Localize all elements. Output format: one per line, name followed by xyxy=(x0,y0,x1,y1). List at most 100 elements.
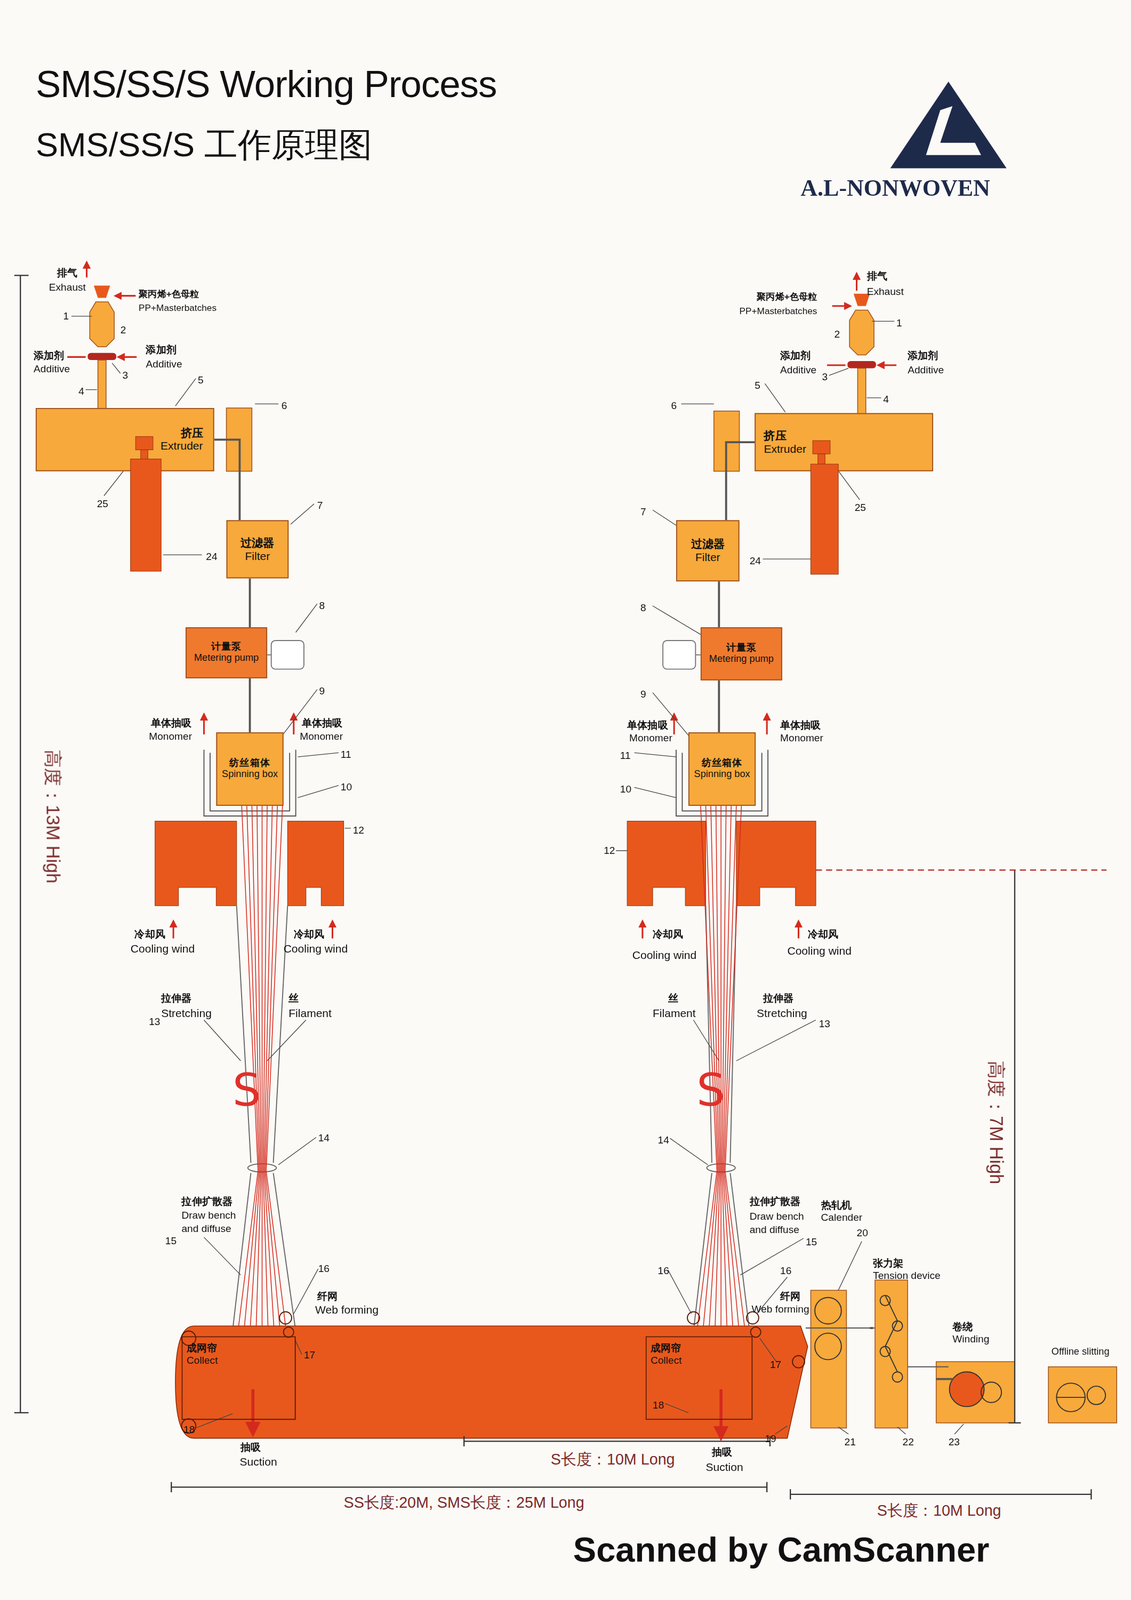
quench-box xyxy=(627,821,706,906)
node-text: Extruder xyxy=(160,439,204,453)
callout-number: 4 xyxy=(78,385,85,398)
part-label: Cooling wind xyxy=(787,944,852,958)
callout-number: 10 xyxy=(620,783,632,796)
dimension-line xyxy=(14,275,29,1413)
node-text: Winding xyxy=(952,1332,990,1345)
callout-number: 20 xyxy=(856,1226,869,1239)
dimension-line xyxy=(14,275,1107,1499)
up-arrows xyxy=(172,920,175,939)
part-label: 聚丙烯+色母粒 xyxy=(138,288,199,300)
part-label: 添加剂 xyxy=(780,349,811,362)
callout-number: 23 xyxy=(948,1436,960,1448)
callout-number: 19 xyxy=(764,1432,776,1445)
callout-number: 6 xyxy=(670,399,677,412)
pipe-connector xyxy=(214,439,240,520)
cylinder-24 xyxy=(810,463,839,575)
up-arrows xyxy=(331,920,334,939)
callout-number: 22 xyxy=(902,1436,914,1448)
calender-unit xyxy=(810,1289,847,1428)
part-label: Scanned by CamScanner xyxy=(573,1529,990,1570)
item-6-box xyxy=(226,407,740,472)
suction-arrow xyxy=(252,1389,721,1439)
part-label: Filament xyxy=(652,1006,696,1020)
calender-unit xyxy=(879,1295,890,1306)
node-text: 过滤器 xyxy=(691,538,725,551)
part-label: Cooling wind xyxy=(283,942,348,956)
process-box: 成网帘Collect xyxy=(181,1335,296,1420)
dimension-label: 高度：13M High xyxy=(42,749,64,884)
callout-number: 18 xyxy=(183,1423,195,1436)
conveyor-belt xyxy=(175,1325,808,1438)
part-label: Stretching xyxy=(161,1006,212,1020)
callout-number: 3 xyxy=(821,371,828,383)
part-label: and diffuse xyxy=(181,1222,231,1235)
filament xyxy=(266,805,287,1335)
quench-box xyxy=(155,821,237,906)
process-box: 计量泵Metering pump xyxy=(700,627,783,680)
process-box: 过滤器Filter xyxy=(226,519,290,579)
filament xyxy=(724,805,740,1335)
callout-number: 3 xyxy=(122,369,129,381)
node-text: Calender xyxy=(821,1210,863,1223)
callout-number: 12 xyxy=(603,844,615,857)
callout-number: 21 xyxy=(844,1436,856,1448)
part-label: 拉伸扩散器 xyxy=(181,1194,233,1207)
node-text: Spinning box xyxy=(221,768,278,781)
part-label: 单体抽吸 xyxy=(627,718,669,731)
process-box: 计量泵Metering pump xyxy=(185,627,268,679)
part-label: 添加剂 xyxy=(33,349,64,362)
leader-line xyxy=(71,316,964,1434)
suction-arrow xyxy=(251,1389,255,1434)
feed-arrows xyxy=(832,305,851,307)
up-arrows xyxy=(797,920,800,939)
callout-number: 2 xyxy=(120,324,127,336)
callout-number: 18 xyxy=(652,1399,664,1411)
node-text: Tension device xyxy=(872,1269,941,1281)
monomer-hood xyxy=(204,749,769,816)
callout-number: 15 xyxy=(805,1236,817,1248)
leader-line xyxy=(615,321,895,851)
feeder xyxy=(827,293,897,419)
node-text: 计量泵 xyxy=(211,641,242,653)
node-text: 挤压 xyxy=(180,426,204,440)
pipe-connector xyxy=(936,1377,953,1381)
part-label: and diffuse xyxy=(749,1223,800,1236)
dimension-line xyxy=(790,1488,1092,1499)
node-text: 计量泵 xyxy=(726,642,757,654)
part-label: 拉伸扩散器 xyxy=(749,1194,801,1207)
part-label: Monomer xyxy=(780,732,824,744)
callout-number: 2 xyxy=(833,328,840,341)
calender-unit xyxy=(879,1295,903,1383)
part-label: 拉伸器 xyxy=(161,992,192,1005)
cylinder-24 xyxy=(135,436,154,451)
callout-number: 14 xyxy=(658,1134,670,1146)
callout-number: 12 xyxy=(353,823,365,836)
logo xyxy=(890,81,1007,169)
calender-unit xyxy=(892,1320,903,1331)
callout-number: 5 xyxy=(754,379,761,391)
up-arrows xyxy=(641,920,644,939)
part-label: Exhaust xyxy=(49,281,86,294)
part-label: 排气 xyxy=(57,267,78,279)
feeder xyxy=(67,356,137,358)
part-label: 冷却风 xyxy=(807,927,839,940)
part-label: 单体抽吸 xyxy=(301,716,343,729)
node-text: 热轧机 xyxy=(821,1199,852,1211)
callout-number: 7 xyxy=(317,499,324,512)
filament xyxy=(265,805,281,1335)
part-label: Additive xyxy=(907,364,944,376)
cylinder-24 xyxy=(817,453,825,464)
dimension-line xyxy=(171,1481,767,1493)
part-label: Suction xyxy=(705,1460,743,1474)
quench-box xyxy=(287,821,344,906)
node-text: 张力架 xyxy=(872,1257,904,1270)
part-label: Web forming xyxy=(751,1303,810,1315)
pump-motor xyxy=(267,654,272,656)
node-text: Metering pump xyxy=(194,652,259,664)
calender-unit xyxy=(875,1279,908,1428)
part-label: 冷却风 xyxy=(293,927,325,940)
calender-unit xyxy=(1048,1366,1117,1423)
node-text: Extruder xyxy=(763,442,807,455)
node-text: 挤压 xyxy=(763,429,786,443)
